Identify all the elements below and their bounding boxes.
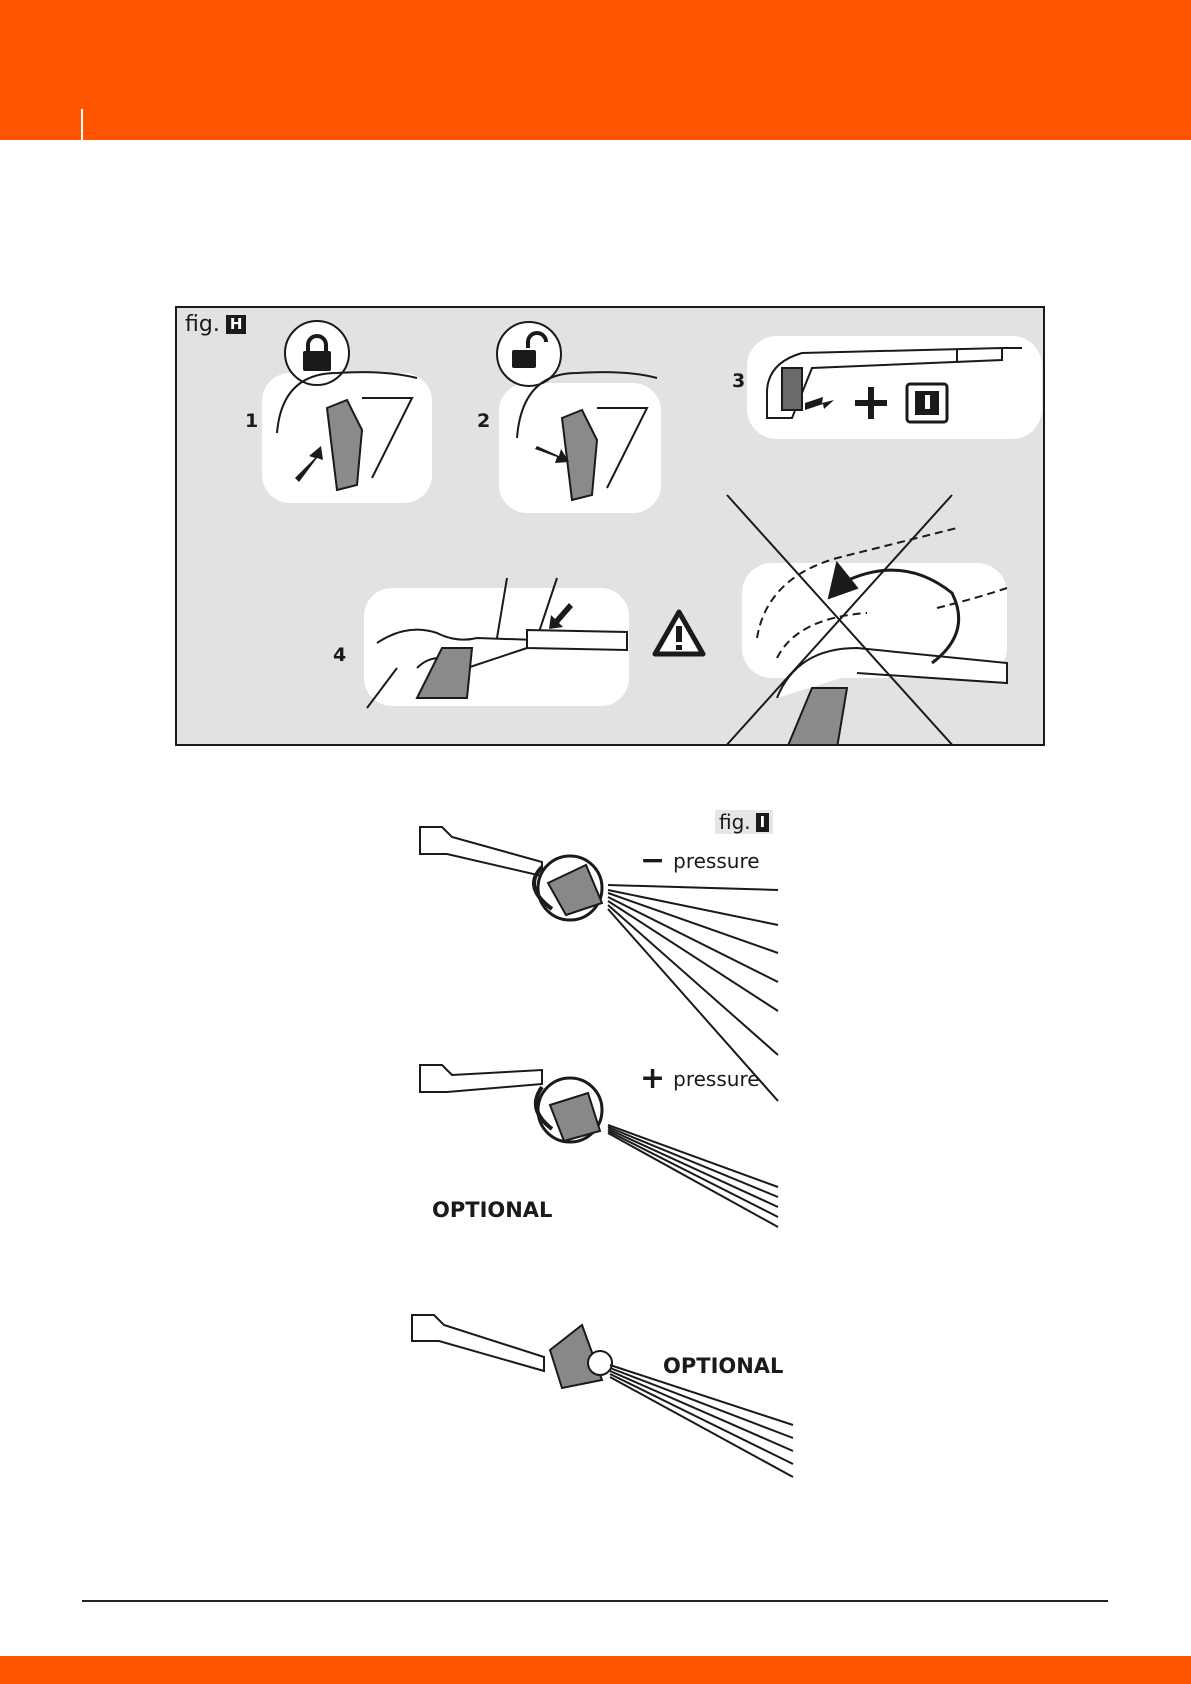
figure-h-label: fig. H — [185, 312, 246, 337]
footer-band — [0, 1656, 1191, 1684]
high-pressure-text: pressure — [673, 1067, 759, 1091]
figure-i-label: fig. I — [715, 810, 773, 834]
figure-i-illustration — [410, 805, 795, 1495]
figure-i-letter: I — [756, 813, 770, 832]
figure-h-label-text: fig. — [185, 312, 220, 337]
high-pressure-label: + pressure — [640, 1067, 760, 1091]
step-2-number: 2 — [477, 410, 490, 432]
header-tick — [81, 109, 83, 142]
footer-rule — [82, 1600, 1108, 1602]
figure-h-panel: fig. H 1 2 3 4 — [175, 306, 1045, 746]
warning-triangle-icon — [655, 612, 703, 654]
minus-icon: − — [640, 850, 665, 872]
figure-h-letter: H — [226, 315, 247, 334]
figure-i: fig. I − pressure + pressure OPTIONAL OP… — [410, 805, 795, 1495]
figure-i-label-text: fig. — [719, 810, 751, 834]
lock-open-icon — [497, 322, 561, 386]
power-switch-icon — [907, 384, 947, 422]
optional-label-1: OPTIONAL — [432, 1198, 552, 1222]
optional-label-2: OPTIONAL — [663, 1354, 783, 1378]
header-band — [0, 0, 1191, 140]
nozzle-cone — [412, 1315, 793, 1477]
step-4-number: 4 — [333, 644, 346, 666]
step-3-number: 3 — [732, 370, 745, 392]
step-1-number: 1 — [245, 410, 258, 432]
low-pressure-label: − pressure — [640, 849, 760, 873]
figure-h-illustration — [177, 308, 1045, 746]
low-pressure-text: pressure — [673, 849, 759, 873]
plus-icon: + — [640, 1068, 665, 1090]
